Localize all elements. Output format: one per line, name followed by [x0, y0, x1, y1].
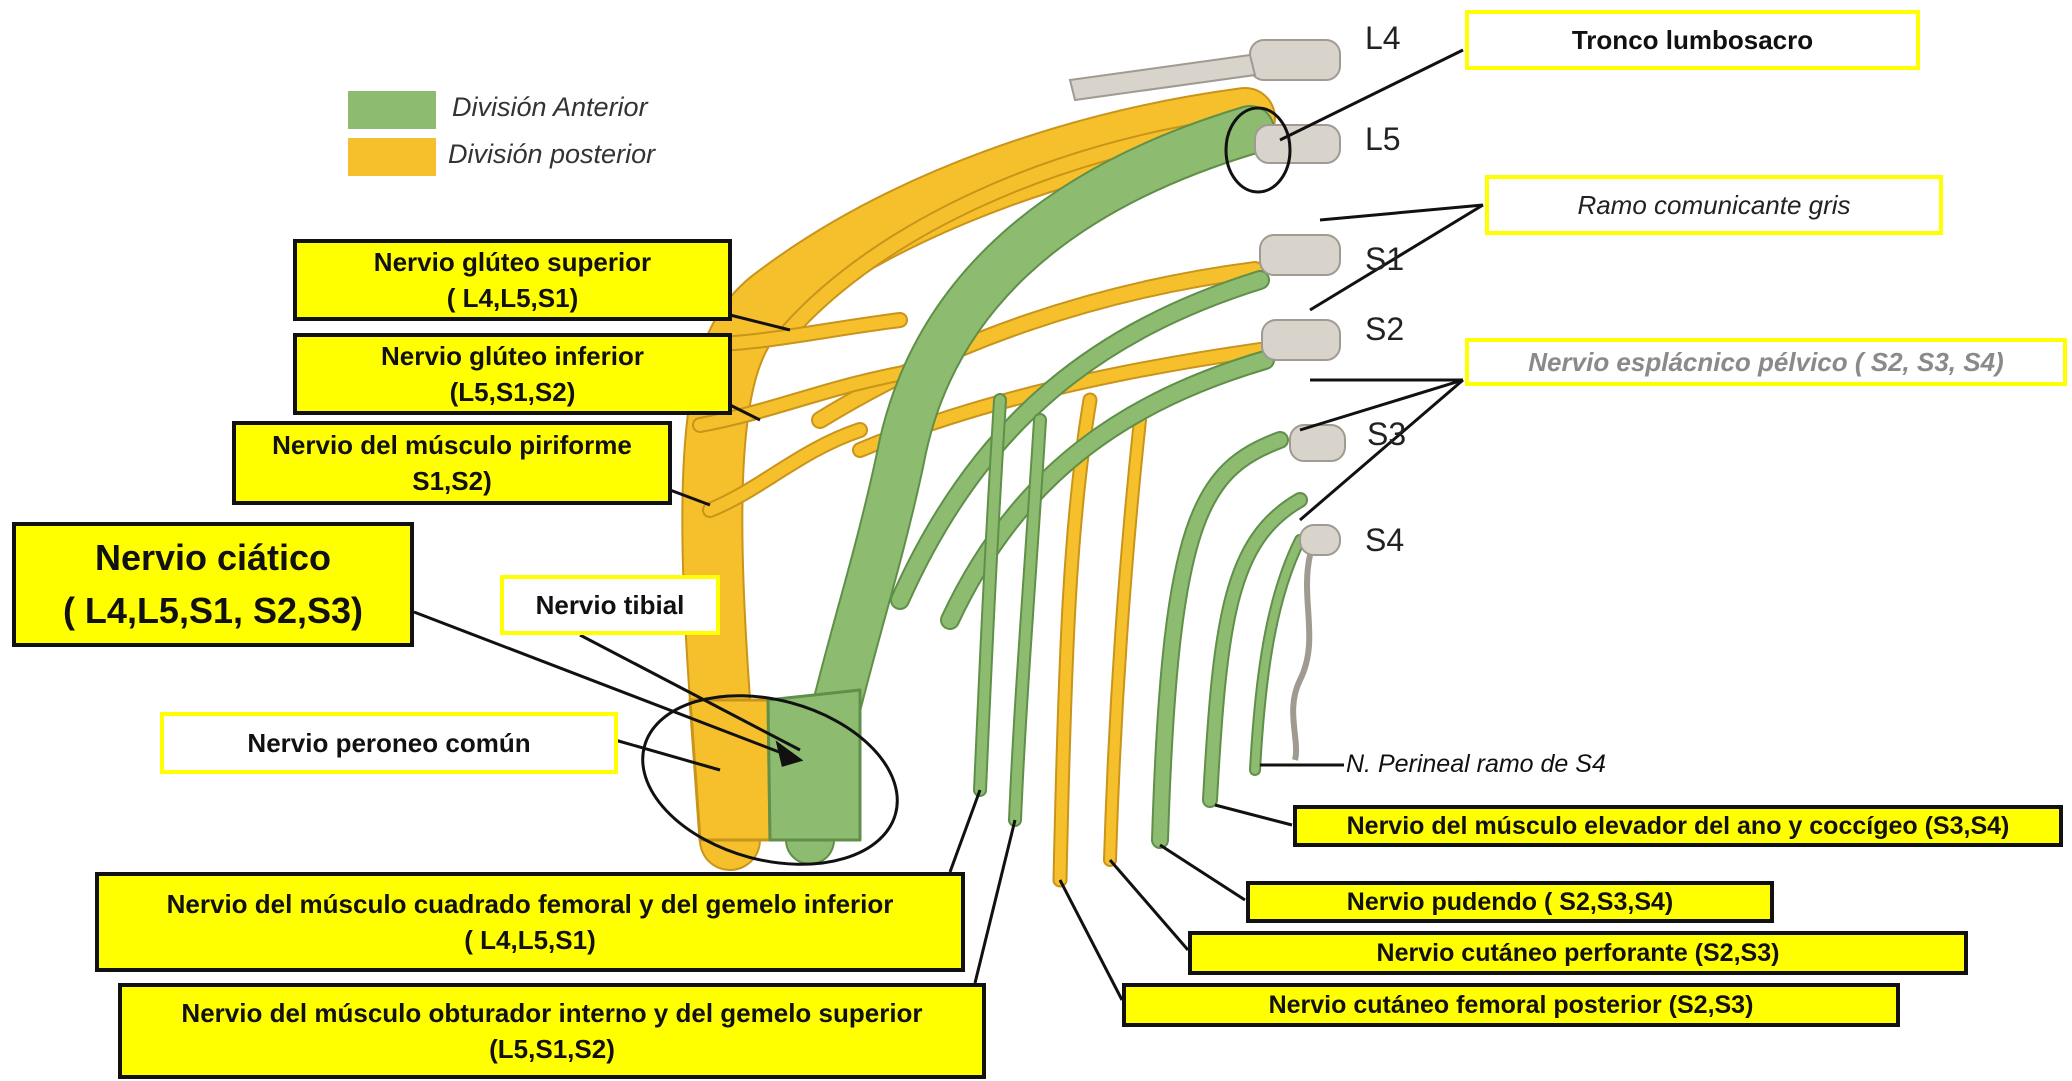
label-nervio-cutaneo-femoral-posterior: Nervio cutáneo femoral posterior (S2,S3) [1122, 983, 1900, 1027]
obturador-interno-branch [1010, 415, 1045, 825]
leader-perforante [1108, 859, 1190, 951]
label-tronco-lumbosacro: Tronco lumbosacro [1465, 10, 1920, 70]
root-label-s2: S2 [1365, 311, 1405, 347]
leader-esplacnico-3 [1299, 378, 1464, 522]
root-label-l5: L5 [1365, 121, 1401, 157]
label-nervio-gluteo-inferior: Nervio glúteo inferior (L5,S1,S2) [293, 333, 732, 415]
label-nervio-peroneo-comun: Nervio peroneo común [160, 712, 618, 774]
root-stumps [1068, 39, 1346, 761]
leader-piriforme [669, 488, 711, 507]
label-nervio-ciatico: Nervio ciático ( L4,L5,S1, S2,S3) [12, 522, 414, 647]
elevador-branch [1204, 494, 1306, 806]
label-nervio-esplacnico-pelvico: Nervio esplácnico pélvico ( S2, S3, S4) [1465, 338, 2067, 386]
label-nervio-tibial: Nervio tibial [500, 575, 720, 635]
label-nervio-musculo-piriforme: Nervio del músculo piriforme S1,S2) [232, 421, 672, 505]
anterior-branch-s1 [892, 272, 1268, 608]
nerve-trunks [681, 87, 1308, 888]
piriforme-branch [704, 424, 866, 516]
leader-ramo-comunicante-1 [1319, 203, 1484, 222]
root-stump-l5 [1254, 124, 1341, 164]
leader-elevador [1214, 803, 1293, 827]
root-label-l4: L4 [1365, 20, 1401, 56]
leader-peroneo [614, 738, 721, 772]
legend-label-posterior: División posterior [448, 139, 656, 169]
root-stump-s3 [1289, 424, 1346, 462]
label-nervio-cutaneo-perforante: Nervio cutáneo perforante (S2,S3) [1188, 931, 1968, 975]
leader-esplacnico-2 [1299, 378, 1464, 432]
label-nervio-pudendo: Nervio pudendo ( S2,S3,S4) [1246, 881, 1774, 923]
label-nervio-cuadrado-femoral: Nervio del músculo cuadrado femoral y de… [95, 872, 965, 972]
root-stump-l4-extension [1068, 53, 1257, 102]
posterior-branch-s1 [813, 263, 1262, 427]
root-label-s1: S1 [1365, 241, 1405, 277]
cuadrado-femoral-branch [975, 395, 1005, 795]
tibial-cut-end [766, 688, 862, 842]
label-ramo-comunicante-gris: Ramo comunicante gris [1485, 175, 1943, 235]
leader-cuadrado-femoral [948, 789, 982, 873]
legend-swatch-anterior [348, 91, 436, 129]
leader-pudendo [1159, 843, 1246, 902]
leader-lines [413, 48, 1484, 1001]
legend-swatch-posterior [348, 138, 436, 176]
gluteo-inferior-branch [694, 364, 926, 431]
root-stump-l4 [1249, 39, 1341, 81]
coccygeal-chain [1290, 554, 1313, 761]
label-nervio-gluteo-superior: Nervio glúteo superior ( L4,L5,S1) [293, 239, 732, 321]
leader-gluteo-inferior [729, 403, 761, 422]
leader-femoral-posterior [1058, 879, 1124, 1001]
leader-gluteo-superior [729, 313, 791, 332]
label-nervio-elevador-ano: Nervio del músculo elevador del ano y co… [1293, 805, 2063, 847]
pudendo-branch [1153, 433, 1287, 847]
perineal-branch [1251, 536, 1304, 774]
sciatic-cut-ellipse [641, 694, 899, 866]
root-label-s4: S4 [1365, 522, 1405, 558]
root-stump-s2 [1261, 319, 1341, 361]
leader-tronco-lumbosacro [1279, 48, 1464, 142]
leader-ramo-comunicante-2 [1309, 203, 1484, 312]
root-label-s3: S3 [1367, 416, 1407, 452]
label-nervio-obturador-interno: Nervio del músculo obturador interno y d… [118, 983, 986, 1079]
label-perineal-ramo-s4: N. Perineal ramo de S4 [1346, 750, 1606, 778]
anterior-branch-s2 [942, 352, 1273, 628]
leader-ciatico [413, 610, 801, 762]
root-stump-s4 [1299, 524, 1341, 556]
leader-obturador-interno [973, 819, 1017, 984]
legend-label-anterior: División Anterior [452, 92, 648, 122]
root-stump-s1 [1259, 234, 1341, 276]
leader-tibial [579, 633, 801, 752]
perforante-branch [1105, 415, 1145, 865]
tronco-lumbosacro-ring [1224, 106, 1292, 194]
leader-ciatico-arrowhead [775, 740, 804, 767]
